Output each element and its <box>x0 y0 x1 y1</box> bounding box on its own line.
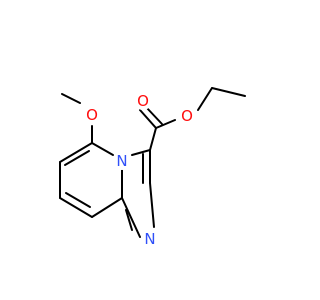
ester-oxygen-backdrop <box>178 107 196 125</box>
ester-oxygen-atom: O <box>178 107 196 125</box>
bridgehead-nitrogen-atom: N <box>113 152 131 170</box>
bridgehead-nitrogen-label: N <box>116 152 127 170</box>
bond-ester-o-ch2 <box>197 87 213 111</box>
bond-c7-c8-inner <box>65 192 91 208</box>
bond-c7-c8 <box>59 197 93 218</box>
bridgehead-nitrogen-backdrop <box>113 152 131 170</box>
bond-carbonyl-c-carbonyl-o-double <box>145 106 163 125</box>
bond-c5-c6-inner <box>64 150 90 166</box>
ester-oxygen-label: O <box>181 107 193 125</box>
bond-layer <box>59 87 246 238</box>
bond-n1-c8a <box>121 197 141 238</box>
molecule-structure-diagram: O O O N N <box>59 87 246 248</box>
imidazole-nitrogen-label: N <box>144 230 155 248</box>
carbonyl-oxygen-atom: O <box>134 92 152 110</box>
imidazole-nitrogen-backdrop <box>141 230 159 248</box>
bond-methyl-methoxy-o <box>61 93 81 104</box>
bond-c2-n1 <box>149 182 155 228</box>
methoxy-oxygen-atom: O <box>83 106 101 124</box>
bond-n4-c3 <box>131 149 151 156</box>
atom-label-layer: O O O N N <box>83 92 196 248</box>
bond-ch2-ch3 <box>211 87 246 97</box>
carbonyl-oxygen-backdrop <box>134 92 152 110</box>
bond-c3-carbonyl-c <box>149 127 157 151</box>
methoxy-oxygen-backdrop <box>83 106 101 124</box>
bond-c5-c6 <box>59 142 93 163</box>
bond-n1-c8a-inner <box>125 209 133 231</box>
bond-carbonyl-c-carbonyl-o <box>139 109 157 129</box>
bond-c8-c8a <box>91 197 123 218</box>
bond-n4-c5 <box>91 142 114 156</box>
imidazole-nitrogen-atom: N <box>141 230 159 248</box>
carbonyl-oxygen-label: O <box>137 92 149 110</box>
bond-carbonyl-c-ester-o <box>155 119 176 129</box>
methoxy-oxygen-label: O <box>86 106 98 124</box>
